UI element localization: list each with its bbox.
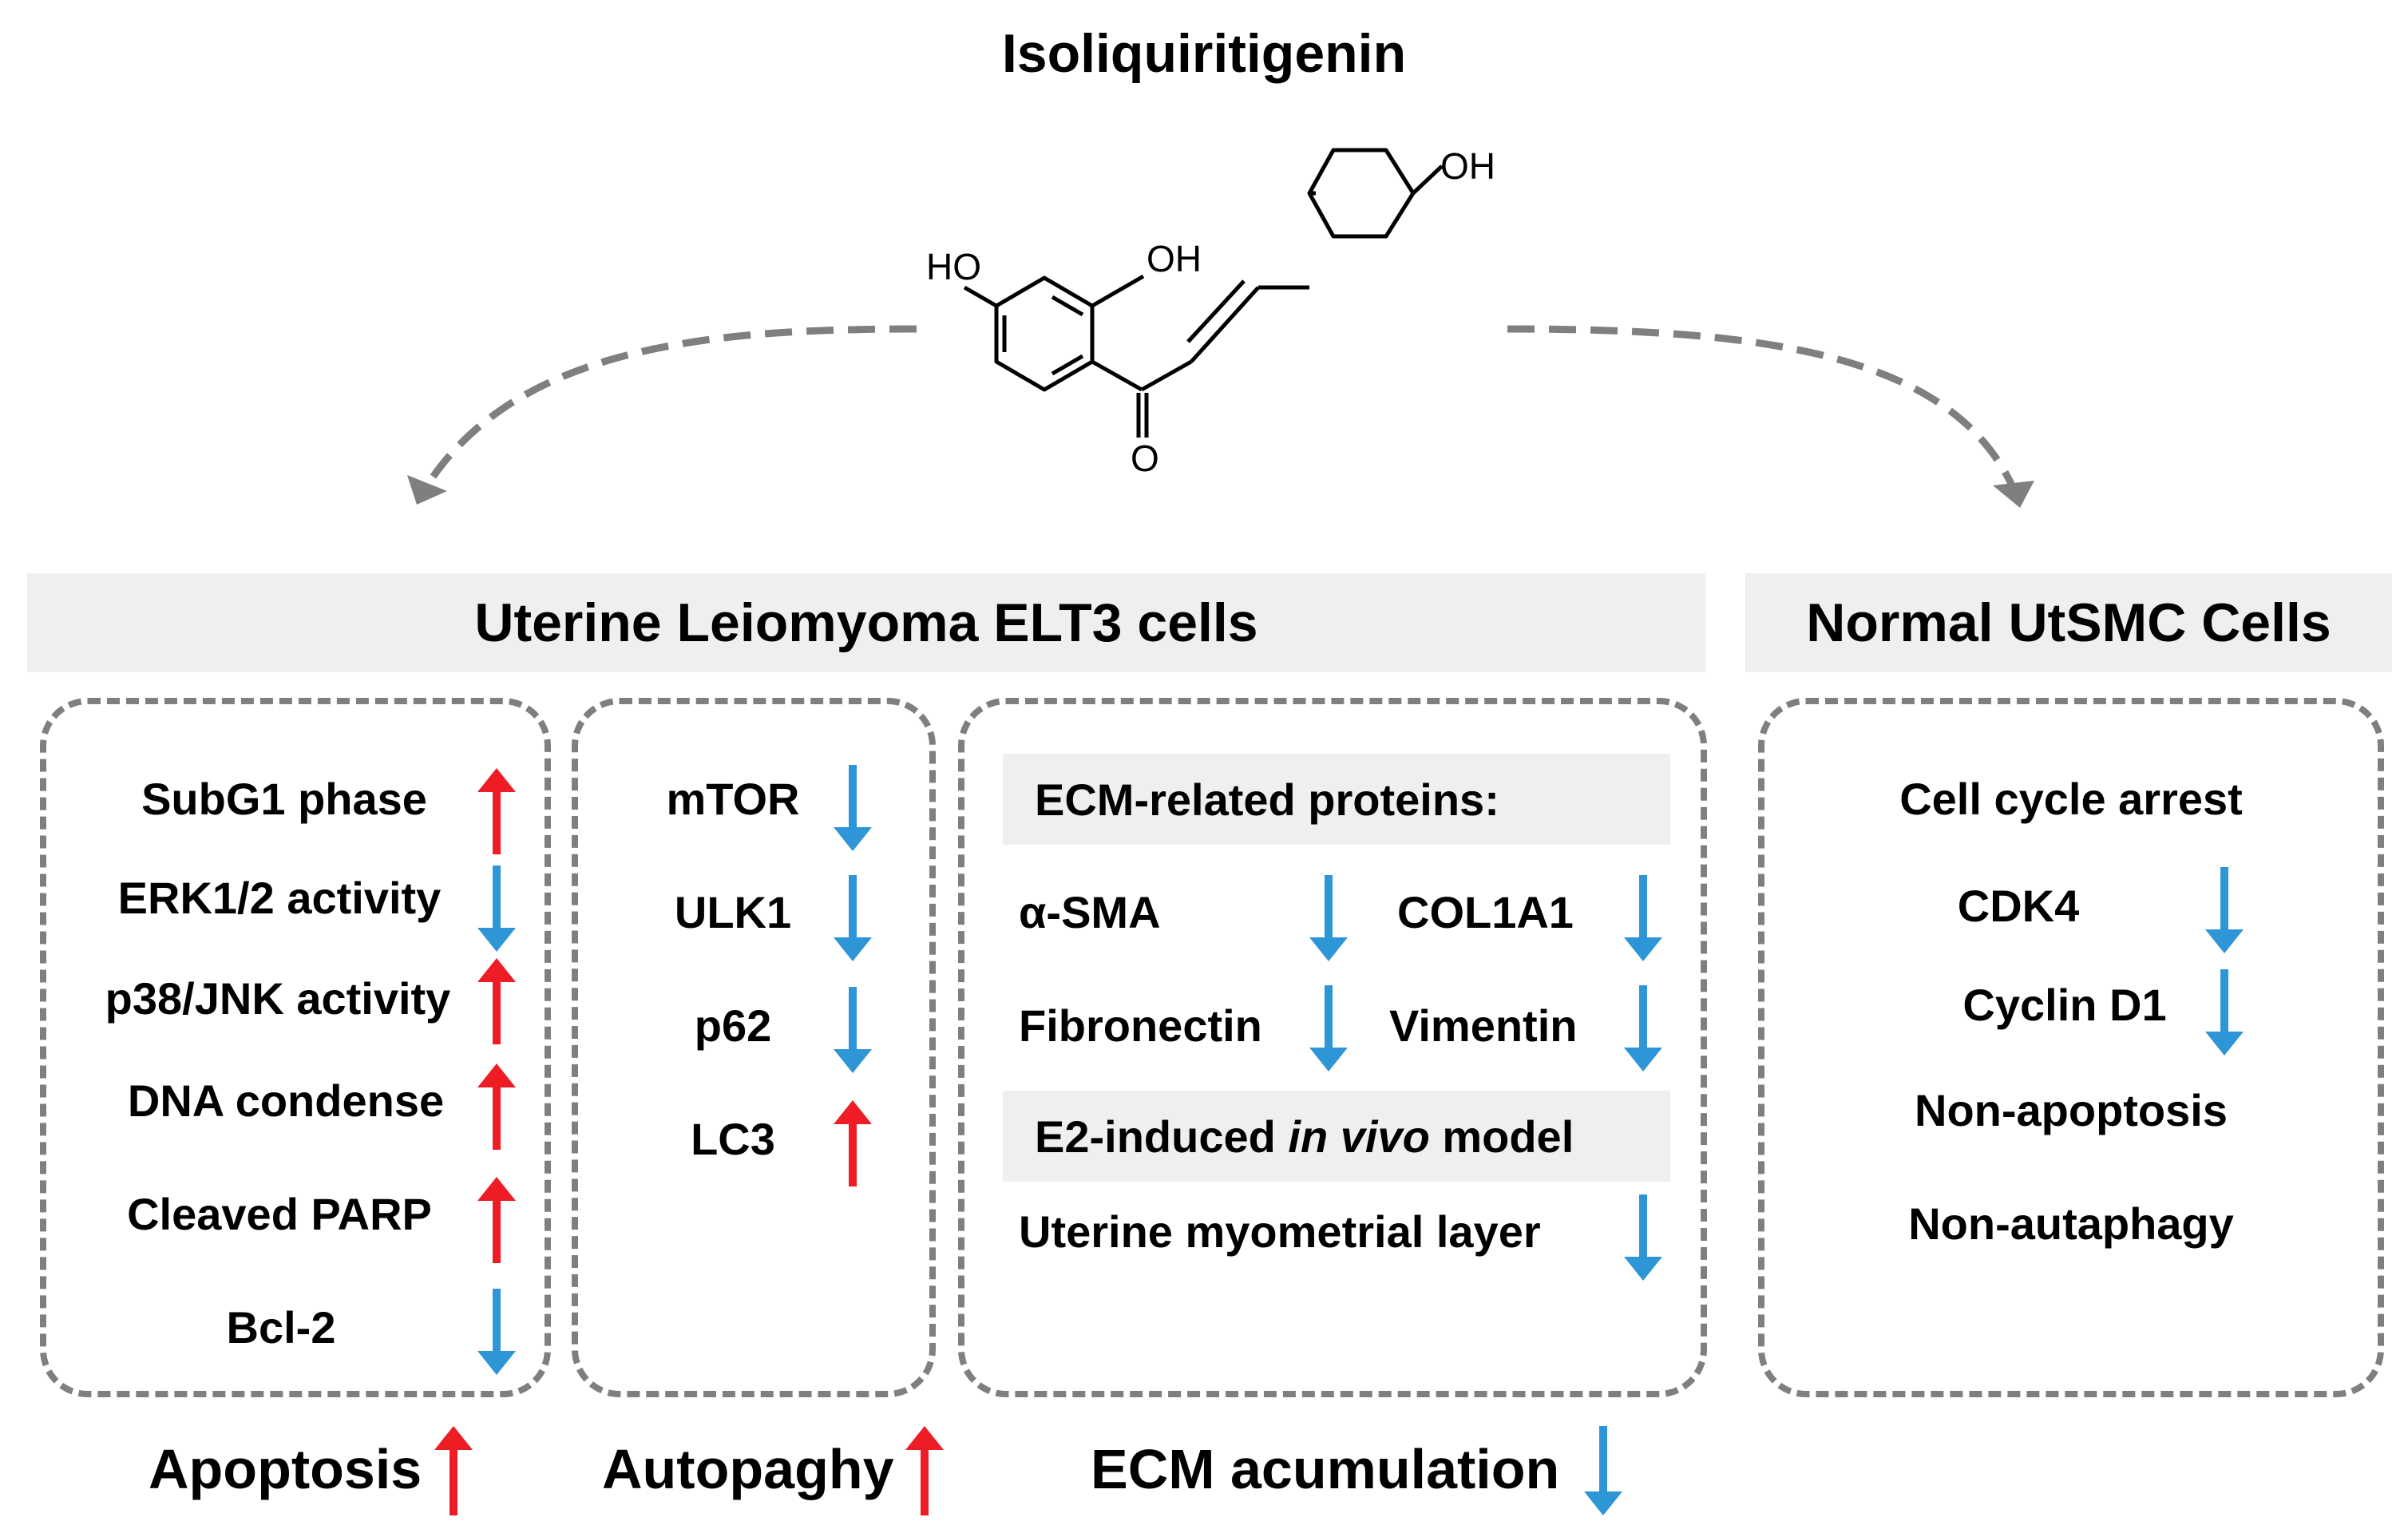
normal-item-down-arrow-icon (2205, 867, 2244, 953)
model-item-label: Uterine myometrial layer (1019, 1206, 1541, 1257)
apoptosis-item-label: SubG1 phase (141, 774, 427, 824)
autophagy-item-label: mTOR (666, 774, 800, 824)
ecm-protein-label: Fibronectin (1019, 1000, 1262, 1051)
ecm-proteins-header: ECM-related proteins: (1003, 754, 1670, 845)
apoptosis-item-up-arrow-icon (477, 1177, 516, 1263)
apoptosis-item-up-arrow-icon (477, 958, 516, 1044)
mol-label-oh-1: OH (1147, 238, 1202, 279)
elt3-banner-label: Uterine Leiomyoma ELT3 cells (474, 592, 1258, 653)
ecm-protein-label: COL1A1 (1397, 887, 1574, 937)
mol-label-o: O (1131, 438, 1159, 479)
diagram-title: Isoliquiritigenin (1001, 23, 1407, 84)
normal-item-label: Non-autaphagy (1908, 1198, 2234, 1249)
apoptosis-item-up-arrow-icon (477, 768, 516, 854)
ecm-protein-label: α-SMA (1019, 887, 1161, 937)
outcome-up-arrow-icon (905, 1426, 944, 1515)
isoliquiritigenin-structure (963, 148, 1444, 438)
right-dashed-connector (1507, 325, 2016, 487)
normal-banner-label: Normal UtSMC Cells (1806, 592, 2331, 653)
right-connector-arrowhead (1993, 481, 2034, 508)
model-header-italic: in vivo (1288, 1111, 1430, 1162)
normal-item-label: Cell cycle arrest (1899, 774, 2243, 824)
outcome-label: ECM acumulation (1091, 1438, 1560, 1500)
outcome-label: Autopaghy (602, 1438, 894, 1500)
ecm-protein-down-arrow-icon (1309, 985, 1348, 1072)
apoptosis-item-label: DNA condense (127, 1075, 445, 1126)
outcome-up-arrow-icon (434, 1426, 473, 1515)
normal-item-label: CDK4 (1957, 881, 2080, 931)
autophagy-item-up-arrow-icon (834, 1100, 872, 1186)
mol-label-oh-2: OH (1440, 145, 1495, 187)
ecm-protein-label: Vimentin (1389, 1000, 1578, 1051)
model-item-down-arrow-icon (1624, 1194, 1662, 1281)
normal-item-down-arrow-icon (2205, 969, 2244, 1056)
mol-label-ho: HO (926, 246, 981, 287)
ecm-proteins-header-text: ECM-related proteins: (1035, 774, 1499, 825)
apoptosis-item-down-arrow-icon (477, 866, 516, 952)
outcome-down-arrow-icon (1584, 1426, 1622, 1515)
autophagy-markers-box (572, 698, 936, 1397)
autophagy-item-down-arrow-icon (834, 875, 872, 961)
normal-cells-box (1758, 698, 2384, 1397)
apoptosis-item-up-arrow-icon (477, 1064, 516, 1150)
left-dashed-connector (424, 325, 917, 488)
autophagy-item-label: LC3 (691, 1114, 775, 1164)
autophagy-item-label: p62 (694, 1000, 772, 1051)
apoptosis-item-label: ERK1/2 activity (117, 873, 442, 923)
autophagy-item-down-arrow-icon (834, 987, 872, 1073)
elt3-banner: Uterine Leiomyoma ELT3 cells (27, 573, 1705, 672)
model-header-pre: E2-induced (1035, 1111, 1289, 1162)
outcome-label: Apoptosis (149, 1438, 422, 1500)
left-connector-arrowhead (407, 475, 447, 505)
normal-banner: Normal UtSMC Cells (1745, 573, 2392, 672)
in-vivo-model-header: E2-induced in vivo model (1003, 1091, 1670, 1182)
normal-item-label: Cyclin D1 (1962, 980, 2167, 1030)
apoptosis-item-down-arrow-icon (477, 1289, 516, 1375)
autophagy-item-label: ULK1 (674, 887, 792, 937)
apoptosis-item-label: p38/JNK activity (105, 973, 451, 1024)
ecm-markers-box (958, 698, 1707, 1397)
normal-item-label: Non-apoptosis (1915, 1085, 2228, 1135)
ecm-protein-down-arrow-icon (1309, 875, 1348, 961)
apoptosis-item-label: Cleaved PARP (127, 1189, 432, 1239)
ecm-protein-down-arrow-icon (1624, 985, 1662, 1072)
autophagy-item-down-arrow-icon (834, 765, 872, 851)
apoptosis-markers-box (40, 698, 551, 1397)
ecm-protein-down-arrow-icon (1624, 875, 1662, 961)
model-header-post: model (1429, 1111, 1574, 1162)
apoptosis-item-label: Bcl-2 (226, 1302, 336, 1353)
